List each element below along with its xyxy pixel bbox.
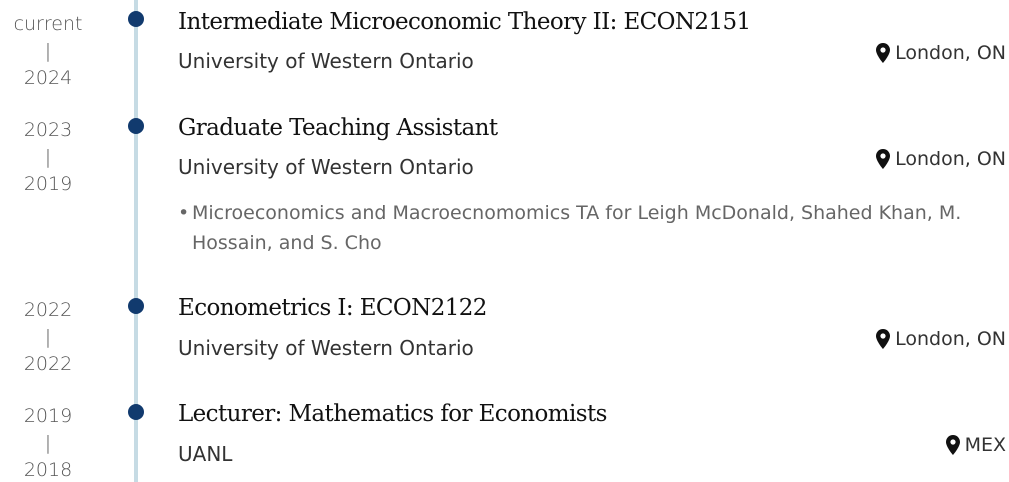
entry-date-range: 2022 | 2022 bbox=[0, 297, 96, 378]
location-label: MEX bbox=[964, 434, 1006, 456]
entry-organization: UANL bbox=[178, 442, 233, 466]
timeline-dot bbox=[128, 404, 144, 420]
entry-location: London, ON bbox=[876, 326, 1006, 352]
entry-title: Econometrics I: ECON2122 bbox=[178, 295, 487, 321]
entry-organization: University of Western Ontario bbox=[178, 155, 474, 179]
timeline-dot bbox=[128, 298, 144, 314]
location-label: London, ON bbox=[895, 148, 1006, 170]
timeline-dot bbox=[128, 11, 144, 27]
date-end: 2019 bbox=[23, 405, 73, 427]
entry-organization: University of Western Ontario bbox=[178, 336, 474, 360]
date-start: 2019 bbox=[23, 173, 73, 195]
entry-location: London, ON bbox=[876, 40, 1006, 66]
entry-date-range: 2023 | 2019 bbox=[0, 117, 96, 198]
entry-bullet: •Microeconomics and Macroecnomomics TA f… bbox=[178, 198, 1008, 258]
entry-location: London, ON bbox=[876, 146, 1006, 172]
date-separator: | bbox=[44, 326, 52, 348]
bullet-mark: • bbox=[178, 202, 190, 224]
date-separator: | bbox=[44, 146, 52, 168]
date-start: 2024 bbox=[23, 67, 73, 89]
entry-title: Intermediate Microeconomic Theory II: EC… bbox=[178, 9, 751, 35]
location-label: London, ON bbox=[895, 328, 1006, 350]
location-label: London, ON bbox=[895, 42, 1006, 64]
map-marker-icon bbox=[876, 43, 891, 63]
timeline-line bbox=[134, 0, 138, 482]
entry-date-range: 2019 | 2018 bbox=[0, 403, 96, 482]
date-separator: | bbox=[44, 432, 52, 454]
timeline-dot bbox=[128, 118, 144, 134]
date-end: current bbox=[13, 13, 83, 35]
entry-location: MEX bbox=[945, 432, 1006, 458]
entry-date-range: current | 2024 bbox=[0, 11, 96, 92]
date-start: 2018 bbox=[23, 459, 73, 481]
date-start: 2022 bbox=[23, 353, 73, 375]
date-separator: | bbox=[44, 40, 52, 62]
entry-organization: University of Western Ontario bbox=[178, 49, 474, 73]
bullet-text: Microeconomics and Macroecnomomics TA fo… bbox=[192, 202, 962, 254]
date-end: 2023 bbox=[23, 119, 73, 141]
map-marker-icon bbox=[876, 149, 891, 169]
entry-title: Lecturer: Mathematics for Economists bbox=[178, 401, 607, 427]
date-end: 2022 bbox=[23, 299, 73, 321]
entry-title: Graduate Teaching Assistant bbox=[178, 115, 498, 141]
map-marker-icon bbox=[945, 435, 960, 455]
map-marker-icon bbox=[876, 329, 891, 349]
